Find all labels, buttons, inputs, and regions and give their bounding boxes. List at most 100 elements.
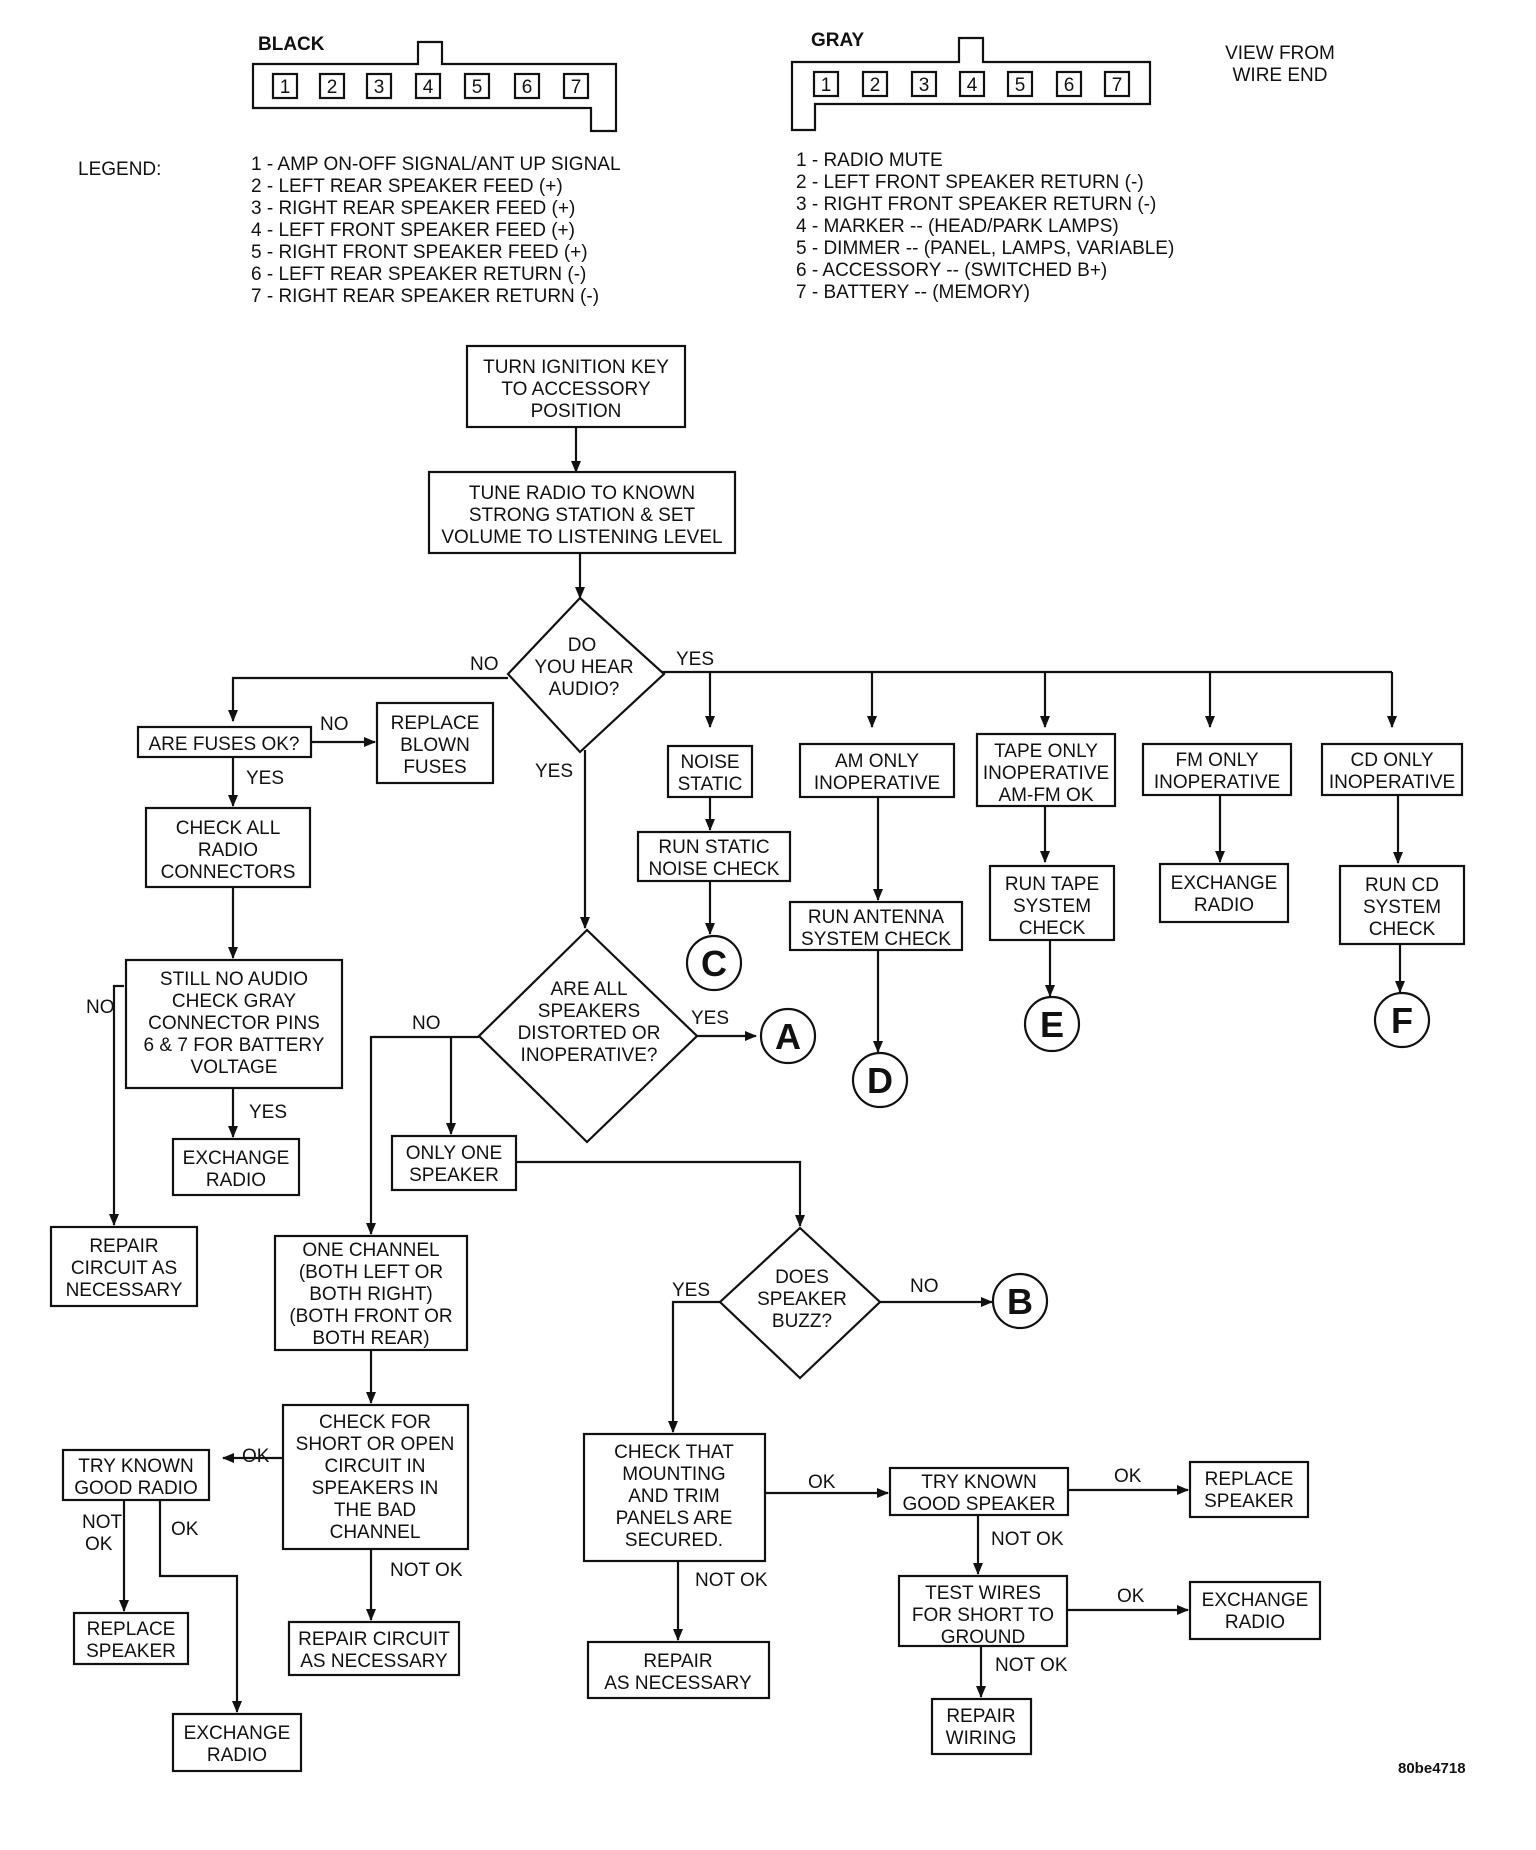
exchange-radio-box xyxy=(171,1137,301,1197)
check-connectors-line: RADIO xyxy=(198,840,258,861)
edge-label-yes: YES xyxy=(691,1008,729,1029)
speakers-distorted-line: ARE ALL xyxy=(550,979,627,1000)
gray-pin-5-label: 5 xyxy=(1015,75,1026,96)
flow-lines xyxy=(109,427,1405,1713)
legend-label: LEGEND: xyxy=(78,159,161,180)
replace-speaker-line: REPLACE xyxy=(87,1619,176,1640)
run-tape-line: CHECK xyxy=(1019,918,1086,939)
black-pin-2 xyxy=(318,72,346,100)
gray-pin-3 xyxy=(910,70,938,98)
fm-only-box xyxy=(1141,742,1293,797)
connector-ref-d: D xyxy=(851,1051,909,1109)
edge-label-not-ok: NOT OK xyxy=(695,1570,768,1591)
repair-circuit-line: CIRCUIT AS xyxy=(71,1258,177,1279)
edge-label-yes: YES xyxy=(249,1102,287,1123)
gray-pin-3-label: 3 xyxy=(919,75,930,96)
tune-line: STRONG STATION & SET xyxy=(469,505,696,526)
run-antenna-line: SYSTEM CHECK xyxy=(801,929,951,950)
fm-only-line: INOPERATIVE xyxy=(1154,772,1280,793)
one-channel-line: ONE CHANNEL xyxy=(302,1240,439,1261)
speaker-buzz-diamond xyxy=(718,1226,882,1380)
connector-ref-b: B xyxy=(991,1272,1049,1330)
edge-labels: NO YES YES NO YES NO YES NO YES YES NO O… xyxy=(82,649,1145,1676)
gray-pin-4-label: 4 xyxy=(967,75,978,96)
try-speaker-line: TRY KNOWN xyxy=(921,1472,1036,1493)
check-short-line: THE BAD xyxy=(334,1500,416,1521)
black-pin-6-label: 6 xyxy=(522,77,533,98)
gray-pin-7-label: 7 xyxy=(1112,75,1123,96)
edge-label-not-ok: NOT OK xyxy=(995,1655,1068,1676)
only-one-speaker-line: ONLY ONE xyxy=(406,1143,502,1164)
run-static-line: NOISE CHECK xyxy=(649,859,780,880)
tune-line: VOLUME TO LISTENING LEVEL xyxy=(441,527,722,548)
check-mounting-line: MOUNTING xyxy=(622,1464,725,1485)
check-mounting-line: PANELS ARE xyxy=(616,1508,733,1529)
cd-only-line: CD ONLY xyxy=(1350,750,1433,771)
connector-ref-a: A xyxy=(759,1007,817,1065)
black-pin-7 xyxy=(562,72,590,100)
fm-only-line: FM ONLY xyxy=(1175,750,1258,771)
run-cd-box xyxy=(1338,864,1466,946)
black-connector-outline xyxy=(251,40,618,133)
replace-speaker-line: REPLACE xyxy=(1205,1469,1294,1490)
legend-black-item: 3 - RIGHT REAR SPEAKER FEED (+) xyxy=(251,198,575,219)
check-short-line: CHANNEL xyxy=(330,1522,421,1543)
legend-gray-item: 6 - ACCESSORY -- (SWITCHED B+) xyxy=(796,260,1107,281)
try-speaker-line: GOOD SPEAKER xyxy=(902,1494,1055,1515)
edge-label-ok: OK xyxy=(85,1534,113,1555)
legend-gray-item: 5 - DIMMER -- (PANEL, LAMPS, VARIABLE) xyxy=(796,238,1174,259)
replace-fuses-box xyxy=(375,701,495,785)
check-mounting-line: AND TRIM xyxy=(628,1486,719,1507)
still-no-audio-line: CHECK GRAY xyxy=(172,991,297,1012)
legend-black-item: 7 - RIGHT REAR SPEAKER RETURN (-) xyxy=(251,286,599,307)
try-speaker-box xyxy=(888,1466,1070,1517)
hear-audio-diamond xyxy=(506,596,666,754)
check-connectors-line: CHECK ALL xyxy=(176,818,281,839)
gray-pin-1-label: 1 xyxy=(821,75,832,96)
edge-label-ok: OK xyxy=(1117,1586,1145,1607)
hear-audio-line: DO xyxy=(568,635,597,656)
one-channel-line: BOTH REAR) xyxy=(312,1328,429,1349)
edge-label-yes: YES xyxy=(535,761,573,782)
exchange-radio-box xyxy=(171,1712,303,1773)
black-pin-2-label: 2 xyxy=(327,77,338,98)
cd-only-line: INOPERATIVE xyxy=(1329,772,1455,793)
black-pin-3-label: 3 xyxy=(374,77,385,98)
hear-audio-line: YOU HEAR xyxy=(534,657,633,678)
repair-circuit-line: NECESSARY xyxy=(66,1280,183,1301)
only-one-speaker-box xyxy=(390,1134,518,1192)
edge-label-no: NO xyxy=(470,654,499,675)
edge-label-no: NO xyxy=(320,714,349,735)
repair-circuit-box xyxy=(49,1225,199,1308)
check-short-line: SHORT OR OPEN xyxy=(296,1434,455,1455)
tune-line: TUNE RADIO TO KNOWN xyxy=(469,483,695,504)
black-pin-1-label: 1 xyxy=(280,77,291,98)
replace-fuses-line: FUSES xyxy=(403,757,466,778)
gray-pin-6-label: 6 xyxy=(1064,75,1075,96)
cd-only-box xyxy=(1320,742,1464,797)
legend-black-item: 6 - LEFT REAR SPEAKER RETURN (-) xyxy=(251,264,586,285)
try-radio-line: GOOD RADIO xyxy=(74,1478,198,1499)
repair-circuit-line: AS NECESSARY xyxy=(300,1651,448,1672)
fuses-ok-line: ARE FUSES OK? xyxy=(149,734,300,755)
black-connector-label: BLACK xyxy=(258,34,325,55)
ignition-line: TURN IGNITION KEY xyxy=(483,357,669,378)
ignition-box xyxy=(465,344,687,429)
test-wires-line: GROUND xyxy=(941,1627,1025,1648)
try-radio-box xyxy=(61,1448,211,1502)
speakers-distorted-line: SPEAKERS xyxy=(538,1001,640,1022)
run-cd-line: CHECK xyxy=(1369,919,1436,940)
tape-only-box xyxy=(975,732,1117,808)
exchange-radio-line: RADIO xyxy=(1225,1612,1285,1633)
speaker-buzz-line: BUZZ? xyxy=(772,1311,832,1332)
still-no-audio-line: 6 & 7 FOR BATTERY xyxy=(144,1035,325,1056)
run-cd-line: RUN CD xyxy=(1365,875,1439,896)
run-static-box xyxy=(636,830,792,883)
test-wires-line: TEST WIRES xyxy=(925,1583,1041,1604)
legend-black-item: 4 - LEFT FRONT SPEAKER FEED (+) xyxy=(251,220,575,241)
am-only-box xyxy=(798,742,956,799)
exchange-radio-box xyxy=(1188,1580,1322,1641)
replace-speaker-line: SPEAKER xyxy=(1204,1491,1294,1512)
